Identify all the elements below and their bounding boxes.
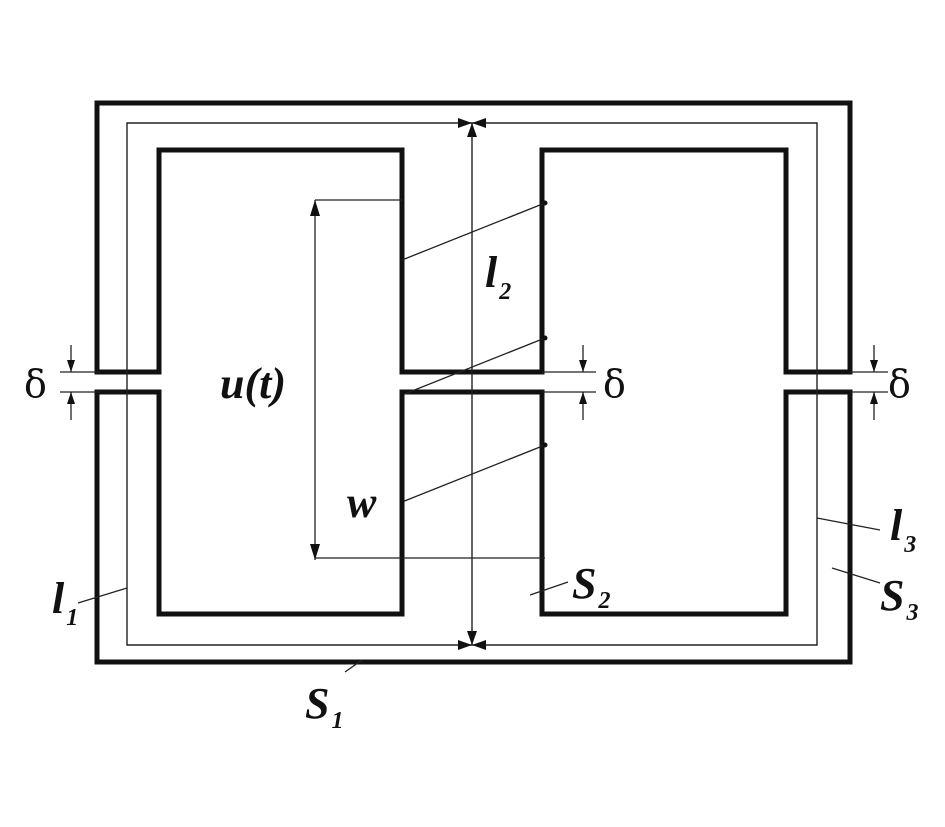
- gap-right-arrowhead-bottom: [870, 392, 878, 404]
- leader-s2: [529, 581, 569, 596]
- gap-left-arrowhead-top: [67, 360, 75, 372]
- gap-right-arrowhead-top: [870, 360, 878, 372]
- label-S2-main: S: [572, 559, 596, 608]
- label-l3: l3: [890, 501, 916, 558]
- leader-l1: [77, 587, 128, 604]
- winding-turn-1: [401, 202, 546, 261]
- leader-l3: [816, 517, 881, 531]
- label-S3-main: S: [880, 571, 904, 620]
- core-left-window-top: [156, 147, 853, 375]
- label-l2: l2: [485, 248, 511, 305]
- label-S1-subscript: 1: [331, 708, 343, 734]
- mean-path-l1: [126, 122, 472, 646]
- junction-arrow-bottom-up: [467, 631, 477, 645]
- winding-dot-3: [542, 442, 548, 448]
- label-S1-main: S: [305, 679, 329, 728]
- label-winding-w: w: [347, 478, 377, 527]
- gap-center-arrowhead-bottom: [579, 392, 587, 404]
- mean-magnetic-path: [126, 118, 818, 650]
- winding-dot-2: [542, 335, 548, 341]
- junction-arrow-top-down: [467, 123, 477, 137]
- winding: [310, 199, 548, 560]
- core-outer-frame-bottom: [94, 389, 853, 665]
- core-left-window-bottom: [156, 389, 853, 617]
- winding-dot-1: [542, 200, 548, 206]
- winding-turn-2: [401, 337, 546, 396]
- magnetic-core: [94, 100, 853, 665]
- leader-lines: [77, 517, 881, 673]
- winding-dot-center: [399, 392, 405, 398]
- label-l3-subscript: 3: [903, 532, 916, 558]
- gap-indicators: [60, 345, 888, 420]
- leader-s3: [831, 567, 881, 584]
- mean-path-l3: [472, 122, 818, 646]
- voltage-arrow-head-bottom: [310, 544, 320, 560]
- winding-turn-3: [401, 444, 546, 503]
- label-S3: S3: [880, 571, 918, 626]
- label-S2: S2: [572, 559, 610, 614]
- label-S2-subscript: 2: [597, 588, 610, 614]
- junction-arrow-bottom-left: [458, 640, 472, 650]
- junction-arrow-top-left: [458, 118, 472, 128]
- labels: u(t) w δ δ δ l2 l1 l3 S1 S2 S3: [24, 248, 918, 734]
- junction-arrow-top-right: [472, 118, 486, 128]
- label-delta-left: δ: [24, 362, 47, 406]
- leader-s1: [344, 659, 363, 673]
- label-S1: S1: [305, 679, 343, 734]
- label-S3-subscript: 3: [905, 600, 918, 626]
- label-l1-subscript: 1: [66, 605, 78, 631]
- label-l1-main: l: [52, 574, 65, 623]
- gap-left-arrowhead-bottom: [67, 392, 75, 404]
- label-l3-main: l: [890, 501, 903, 550]
- label-delta-center: δ: [603, 362, 626, 406]
- voltage-arrow-head-top: [310, 200, 320, 216]
- core-outer-frame-top: [94, 100, 853, 375]
- junction-arrow-bottom-right: [472, 640, 486, 650]
- gap-center-arrowhead-top: [579, 360, 587, 372]
- label-delta-right: δ: [888, 362, 911, 406]
- label-l2-main: l: [485, 248, 498, 297]
- label-l1: l1: [52, 574, 78, 631]
- label-voltage: u(t): [220, 359, 286, 408]
- label-l2-subscript: 2: [498, 279, 511, 305]
- winding-dot-w: [399, 499, 405, 505]
